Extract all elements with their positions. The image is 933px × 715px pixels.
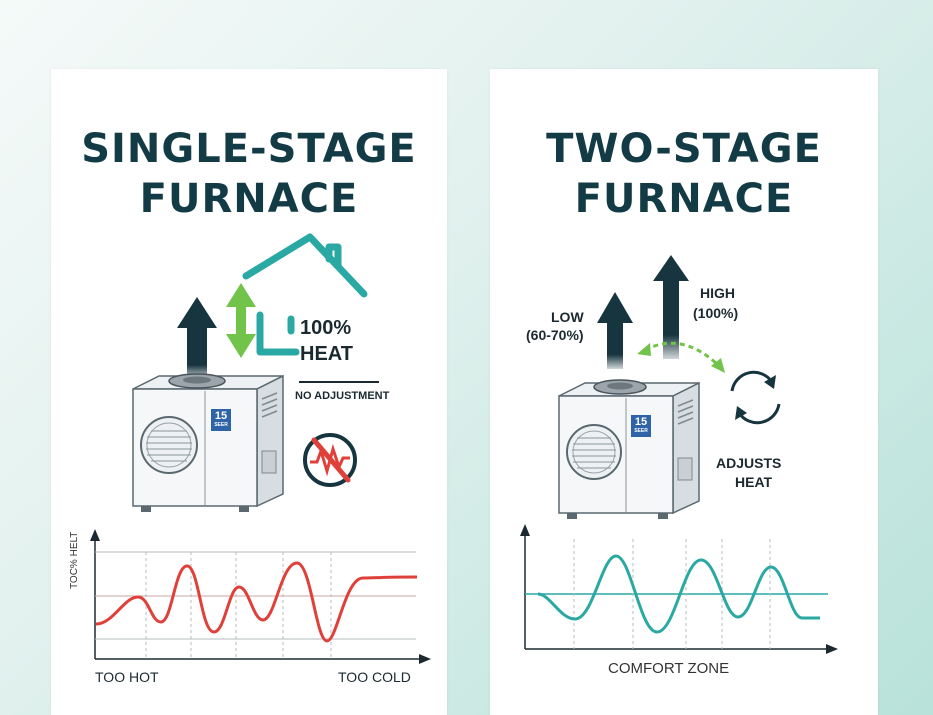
up-arrow-icon [177, 297, 217, 378]
high-label: HIGH [700, 285, 735, 301]
seer-badge-number: 15 [214, 410, 228, 422]
heat-label: HEAT [735, 474, 773, 490]
single-stage-temperature-chart [90, 529, 431, 664]
adjusts-label: ADJUSTS [716, 455, 782, 471]
seer-badge-number: 15 [634, 416, 648, 428]
house-icon [242, 233, 368, 356]
low-arrow-icon [597, 292, 633, 369]
low-range-label: (60-70%) [526, 327, 584, 343]
seer-badge-text: SEER [634, 428, 648, 434]
single-stage-title-line1: SINGLE-STAGE [81, 126, 417, 172]
double-arrow-icon [226, 283, 256, 358]
two-stage-title-line2: FURNACE [574, 176, 794, 222]
too-hot-label: TOO HOT [95, 669, 159, 685]
too-cold-label: TOO COLD [338, 669, 411, 685]
ac-unit-icon [558, 379, 700, 519]
high-arrow-icon [653, 255, 689, 359]
no-fluctuation-icon [303, 433, 357, 487]
dashed-double-arrow-icon [637, 341, 725, 373]
single-stage-illustration [90, 233, 431, 664]
cycle-arrows-icon [730, 370, 781, 425]
single-stage-panel: SINGLE-STAGE FURNACE [51, 69, 447, 715]
two-stage-panel: TWO-STAGE FURNACE [490, 69, 878, 715]
two-stage-temperature-chart [520, 524, 838, 654]
low-label: LOW [551, 309, 584, 325]
seer-badge-text: SEER [214, 422, 228, 428]
two-stage-illustration [520, 255, 838, 654]
chart-y-axis-label: TOC% HELT [69, 531, 80, 589]
comfort-zone-label: COMFORT ZONE [608, 660, 730, 677]
two-stage-title-line1: TWO-STAGE [546, 126, 822, 172]
no-adjustment-label: NO ADJUSTMENT [295, 390, 390, 402]
heat-percent-label: 100% [300, 317, 352, 339]
single-stage-title-line2: FURNACE [139, 176, 359, 222]
high-range-label: (100%) [693, 305, 739, 321]
heat-label: HEAT [300, 343, 353, 365]
ac-unit-icon [132, 373, 284, 512]
